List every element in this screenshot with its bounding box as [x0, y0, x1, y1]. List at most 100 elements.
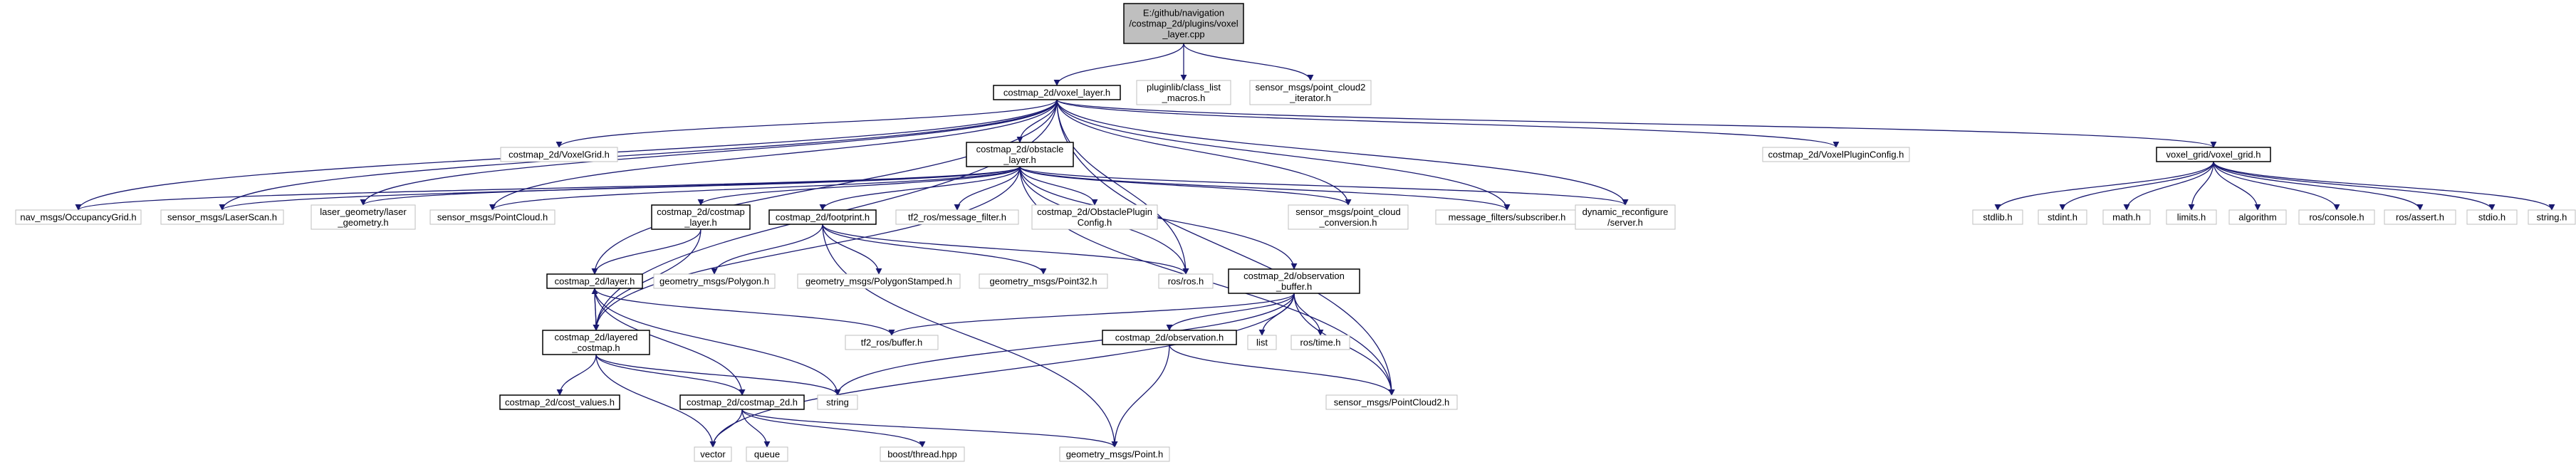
edge-voxel-grid-h-to-stdio: [2213, 161, 2496, 211]
node-label: /costmap_2d/plugins/voxel: [1129, 19, 1238, 29]
node-box: [2466, 209, 2518, 225]
node-label: ros/console.h: [2309, 212, 2364, 223]
node-label: dynamic_reconfigure: [1582, 206, 1669, 217]
edge-footprint-to-ros-h: [822, 224, 1189, 275]
node-label: Config.h: [1078, 217, 1112, 228]
node-point32: geometry_msgs/Point32.h: [979, 273, 1108, 289]
node-point-cloud-conversion: sensor_msgs/point_cloud_conversion.h: [1288, 204, 1409, 230]
node-box: [429, 209, 556, 225]
node-label: _layer.h: [684, 217, 717, 228]
node-box: [2298, 209, 2375, 225]
node-label: costmap_2d/footprint.h: [776, 212, 870, 223]
edge-voxel-layer-h-to-laser-scan: [219, 99, 1058, 211]
node-layer-h[interactable]: costmap_2d/layer.h: [546, 273, 643, 289]
node-box: [160, 209, 284, 225]
node-label: _layer.cpp: [1162, 29, 1204, 40]
node-label: sensor_msgs/point_cloud: [1295, 206, 1400, 217]
node-label: sensor_msgs/point_cloud2: [1256, 82, 1366, 93]
node-box: [817, 394, 858, 410]
node-label: tf2_ros/message_filter.h: [908, 212, 1006, 223]
node-point-cloud2-iterator: sensor_msgs/point_cloud2_iterator.h: [1249, 80, 1372, 105]
edge-obstacle-layer-to-obstacle-plugin-config: [1019, 166, 1098, 206]
node-box: [1158, 273, 1214, 289]
node-box: [768, 209, 877, 225]
node-label: _costmap.h: [571, 342, 620, 353]
node-limits: limits.h: [2166, 209, 2217, 225]
node-ros-time: ros/time.h: [1290, 335, 1350, 350]
node-voxel-grid-h[interactable]: voxel_grid/voxel_grid.h: [2156, 147, 2271, 162]
node-box: [845, 335, 939, 350]
edge-voxel-grid-h-to-math: [2123, 161, 2214, 211]
edge-obstacle-layer-to-costmap-layer: [697, 166, 1021, 206]
node-box: [1325, 394, 1458, 410]
node-box: [2038, 209, 2087, 225]
node-obstacle-layer[interactable]: costmap_2d/obstacle_layer.h: [966, 142, 1074, 167]
node-stdint: stdint.h: [2038, 209, 2087, 225]
node-label: sensor_msgs/LaserScan.h: [167, 212, 277, 223]
edge-obstacle-layer-to-layered-costmap: [593, 166, 1021, 331]
edge-costmap-layer-to-layer-h: [591, 229, 702, 275]
edge-layer-h-to-string-std: [594, 288, 841, 396]
node-label: sensor_msgs/PointCloud.h: [437, 212, 548, 223]
node-label: string: [826, 397, 849, 408]
node-box: [653, 273, 776, 289]
node-label: geometry_msgs/Polygon.h: [659, 276, 769, 287]
node-string-std: string: [817, 394, 858, 410]
edge-costmap-2d-h-to-vector: [709, 409, 743, 448]
edge-layer-h-to-tf2-buffer: [594, 288, 895, 336]
node-algorithm: algorithm: [2228, 209, 2287, 225]
edge-observation-buffer-to-vector: [709, 293, 1295, 448]
node-label: ros/ros.h: [1168, 276, 1204, 287]
node-label: costmap_2d/voxel_layer.h: [1003, 88, 1110, 98]
node-voxel-plugin-config: costmap_2d/VoxelPluginConfig.h: [1762, 147, 1910, 162]
node-label: costmap_2d/layered: [554, 332, 637, 342]
node-label: costmap_2d/costmap_2d.h: [687, 397, 798, 408]
node-label: math.h: [2112, 212, 2141, 223]
node-vector: vector: [694, 446, 732, 462]
edge-voxel-layer-h-to-voxel-grid-msg: [556, 99, 1058, 148]
node-string-h: string.h: [2528, 209, 2576, 225]
node-layered-costmap[interactable]: costmap_2d/layered_costmap.h: [542, 330, 650, 355]
edge-layered-costmap-to-string-std: [595, 354, 841, 396]
node-dynamic-reconfigure: dynamic_reconfigure/server.h: [1575, 204, 1676, 230]
node-label: queue: [754, 449, 780, 460]
node-label: costmap_2d/obstacle: [976, 144, 1064, 154]
node-label: stdio.h: [2478, 212, 2505, 223]
node-label: message_filters/subscriber.h: [1449, 212, 1566, 223]
edge-obstacle-layer-to-point-cloud-conversion: [1019, 166, 1352, 206]
edge-root-to-point-cloud2-iterator: [1183, 43, 1314, 81]
node-root[interactable]: E:/github/navigation/costmap_2d/plugins/…: [1123, 3, 1244, 44]
node-ros-assert: ros/assert.h: [2384, 209, 2456, 225]
node-math: math.h: [2102, 209, 2151, 225]
node-voxel-layer-h[interactable]: costmap_2d/voxel_layer.h: [993, 85, 1121, 100]
node-label: costmap_2d/VoxelPluginConfig.h: [1768, 150, 1904, 160]
node-label: nav_msgs/OccupancyGrid.h: [20, 212, 136, 223]
node-observation-h[interactable]: costmap_2d/observation.h: [1102, 330, 1237, 345]
edge-voxel-grid-h-to-stdint: [2059, 161, 2214, 211]
node-label: _buffer.h: [1276, 281, 1312, 292]
node-costmap-layer[interactable]: costmap_2d/costmap_layer.h: [651, 204, 751, 230]
node-label: geometry_msgs/Point32.h: [989, 276, 1097, 287]
node-box: [1247, 335, 1277, 350]
node-box: [993, 85, 1121, 100]
node-ros-console: ros/console.h: [2298, 209, 2375, 225]
node-box: [1059, 446, 1170, 462]
edge-voxel-layer-h-to-voxel-plugin-config: [1056, 99, 1840, 148]
edge-voxel-grid-h-to-ros-assert: [2213, 161, 2424, 211]
node-label: costmap_2d/observation: [1243, 271, 1345, 281]
node-class-list-macros: pluginlib/class_list_macros.h: [1136, 80, 1231, 105]
node-voxel-grid-msg: costmap_2d/VoxelGrid.h: [500, 147, 618, 162]
node-observation-buffer[interactable]: costmap_2d/observation_buffer.h: [1228, 268, 1360, 294]
node-costmap-2d-h[interactable]: costmap_2d/costmap_2d.h: [679, 394, 805, 410]
edge-voxel-layer-h-to-voxel-grid-h: [1056, 99, 2217, 148]
node-box: [1123, 3, 1244, 44]
node-label: geometry_msgs/PolygonStamped.h: [805, 276, 952, 287]
edge-costmap-2d-h-to-point: [741, 409, 1118, 448]
node-box: [651, 204, 751, 230]
node-cost-values[interactable]: costmap_2d/cost_values.h: [499, 394, 620, 410]
edge-obstacle-layer-to-subscriber: [1019, 166, 1511, 211]
edge-voxel-layer-h-to-subscriber: [1056, 99, 1511, 211]
node-footprint[interactable]: costmap_2d/footprint.h: [768, 209, 877, 225]
node-ros-h: ros/ros.h: [1158, 273, 1214, 289]
node-point-cloud2: sensor_msgs/PointCloud2.h: [1325, 394, 1458, 410]
